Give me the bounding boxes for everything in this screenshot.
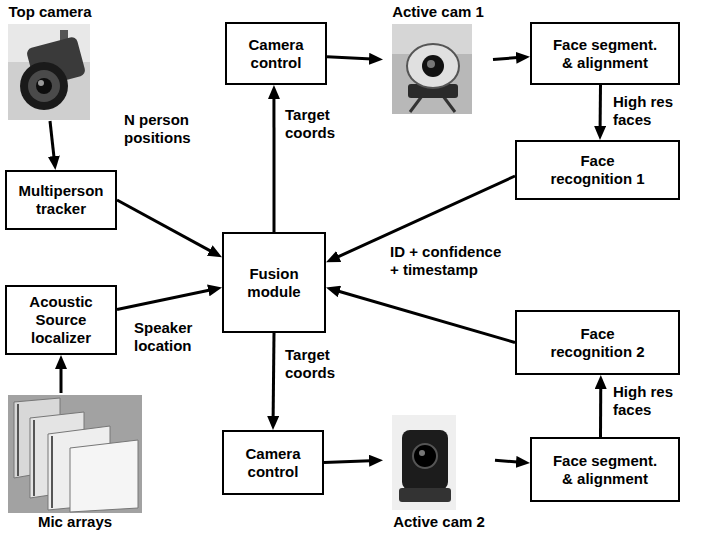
box-label: Fusion module (230, 265, 318, 301)
edge-label: ID + confidence + timestamp (388, 242, 510, 280)
box-label: Acoustic Source localizer (13, 293, 109, 347)
process-box: Acoustic Source localizer (5, 285, 117, 355)
arrow-connector (332, 289, 515, 342)
mic-panel (70, 440, 138, 512)
process-box: Camera control (222, 430, 324, 495)
photo-caption: Mic arrays (38, 513, 112, 531)
fusion-box: Fusion module (222, 232, 326, 333)
camera-lens-glass (36, 78, 52, 94)
lens-highlight (38, 80, 44, 86)
camera-photo: Top camera (5, 3, 95, 121)
box-label: Face recognition 2 (542, 325, 654, 361)
arrow-connector (272, 91, 275, 232)
photo-ground (392, 24, 472, 114)
box-label: Face recognition 1 (542, 152, 654, 188)
photo-ground (392, 415, 456, 510)
box-label: Camera control (233, 36, 319, 72)
camera-photo: Active cam 1 (383, 3, 493, 116)
process-box: Face recognition 1 (515, 140, 680, 200)
arrow-connector (272, 333, 276, 424)
mic-bar (33, 420, 35, 496)
mic-bar (51, 436, 53, 508)
arrow-connector (327, 57, 377, 60)
camera-photo: Active cam 2 (383, 413, 495, 531)
edge-label: Target coords (283, 105, 349, 143)
camera-lens (422, 55, 444, 77)
arrow-connector (324, 460, 377, 462)
photo-caption: Top camera (8, 3, 91, 21)
photo-caption: Active cam 1 (392, 3, 484, 21)
camera-lens (20, 62, 68, 110)
box-label: Face segment. & alignment (549, 452, 661, 488)
box-label: Face segment. & alignment (549, 36, 661, 72)
edge-label: High res faces (611, 92, 679, 130)
camera-lens (413, 444, 437, 468)
photo-ground (8, 24, 90, 120)
arrow-connector (495, 460, 524, 462)
camera-body (402, 430, 448, 490)
arrow-connector (117, 200, 217, 254)
process-box: Multiperson tracker (5, 170, 117, 230)
box-label: Camera control (230, 445, 316, 481)
process-box: Camera control (225, 22, 327, 85)
photo-caption: Active cam 2 (393, 513, 485, 531)
edge-label: Target coords (283, 345, 349, 383)
edge-label: N person positions (122, 110, 206, 148)
process-box: Face segment. & alignment (530, 437, 680, 502)
arrow-connector (599, 381, 602, 437)
process-box: Face recognition 2 (515, 310, 680, 375)
arrow-connector (493, 57, 524, 59)
camera-base (399, 488, 451, 502)
edge-label: Speaker location (132, 318, 211, 356)
box-label: Multiperson tracker (13, 182, 109, 218)
camera-body (407, 44, 459, 88)
arrow-connector (60, 361, 63, 393)
edge-label: High res faces (611, 382, 679, 420)
photo-ground (8, 395, 142, 513)
lens-highlight (427, 60, 435, 68)
camera-lens-ring (28, 70, 60, 102)
lens-highlight (419, 450, 425, 456)
process-box: Face segment. & alignment (530, 22, 680, 85)
arrow-connector (50, 121, 55, 164)
mic-bar (17, 404, 19, 476)
arrow-connector (599, 85, 602, 134)
mic-photo: Mic arrays (5, 393, 145, 531)
arrow-connector (117, 289, 216, 310)
